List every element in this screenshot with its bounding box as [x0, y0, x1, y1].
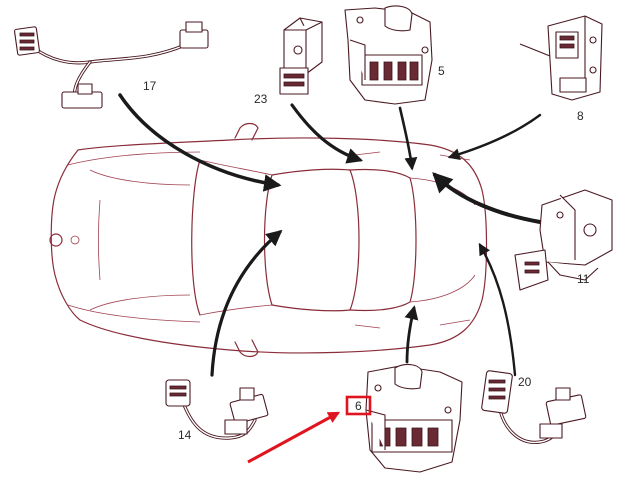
leader-arrow-23 [290, 103, 364, 164]
label-23: 23 [254, 92, 268, 106]
label-8: 8 [577, 109, 584, 123]
leader-arrow-5 [398, 106, 418, 171]
part-17-harness [14, 21, 209, 109]
red-pointer-arrow [247, 411, 341, 464]
highlight-box-6 [345, 395, 372, 416]
label-17: 17 [143, 79, 157, 93]
leader-arrow-20 [478, 242, 517, 377]
label-11: 11 [577, 272, 590, 286]
leader-arrow-17 [118, 93, 282, 192]
leader-arrow-6 [404, 305, 419, 364]
car-top-view [49, 122, 488, 358]
part-20-harness [481, 370, 587, 444]
leader-arrow-11 [432, 172, 542, 224]
label-5: 5 [438, 64, 445, 78]
part-11-flap-actuator [514, 189, 613, 291]
leader-arrow-8 [447, 113, 542, 160]
part-8-actuator [519, 15, 603, 101]
label-20: 20 [518, 375, 532, 389]
label-14: 14 [178, 428, 192, 442]
part-6-lock [365, 363, 463, 473]
label-6: 6 [355, 399, 362, 413]
part-5-lock [344, 5, 433, 105]
leader-arrow-14 [210, 229, 283, 377]
leader-arrows [118, 93, 542, 377]
part-14-harness [165, 379, 269, 440]
part-23-module [279, 17, 323, 95]
